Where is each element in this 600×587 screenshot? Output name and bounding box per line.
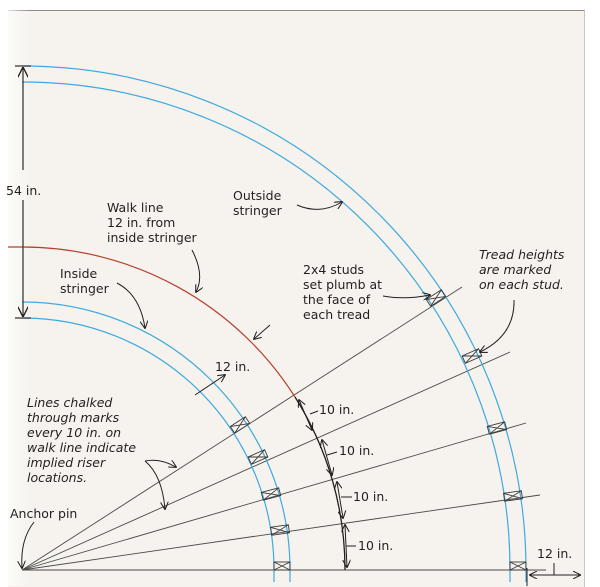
studs-label: 2x4 studs set plumb at the face of each … (303, 262, 383, 322)
callout-leaders (22, 202, 515, 568)
walk-offset-label: 12 in. (215, 359, 251, 374)
inside-stringer (21, 301, 291, 582)
panel-edge-fade (0, 10, 30, 586)
height-dimension (15, 65, 31, 319)
outside-studs (425, 289, 527, 571)
inside-studs (229, 416, 291, 571)
spacing-label-2: 10 in. (339, 443, 375, 458)
height-dimension-label: 54 in. (6, 183, 42, 198)
tread-heights-label: Tread heights are marked on each stud. (479, 247, 565, 292)
walk-line-label: Walk line 12 in. from inside stringer (107, 200, 197, 245)
chalk-lines-label: Lines chalked through marks every 10 in.… (27, 395, 137, 485)
stringer-width-dimension (526, 563, 580, 586)
spacing-label-4: 10 in. (358, 538, 394, 553)
spacing-label-3: 10 in. (353, 489, 389, 504)
spacing-arrows (299, 400, 356, 567)
stringer-width-label: 12 in. (537, 546, 573, 561)
walk-line (8, 246, 296, 398)
inside-stringer-label: Inside stringer (60, 266, 109, 296)
outside-stringer-label: Outside stringer (233, 188, 282, 218)
spacing-label-1: 10 in. (319, 402, 355, 417)
outside-stringer (21, 65, 527, 582)
walk-offset-arrow (194, 375, 225, 396)
anchor-pin-label: Anchor pin (10, 506, 78, 521)
diagram-panel (8, 10, 585, 587)
